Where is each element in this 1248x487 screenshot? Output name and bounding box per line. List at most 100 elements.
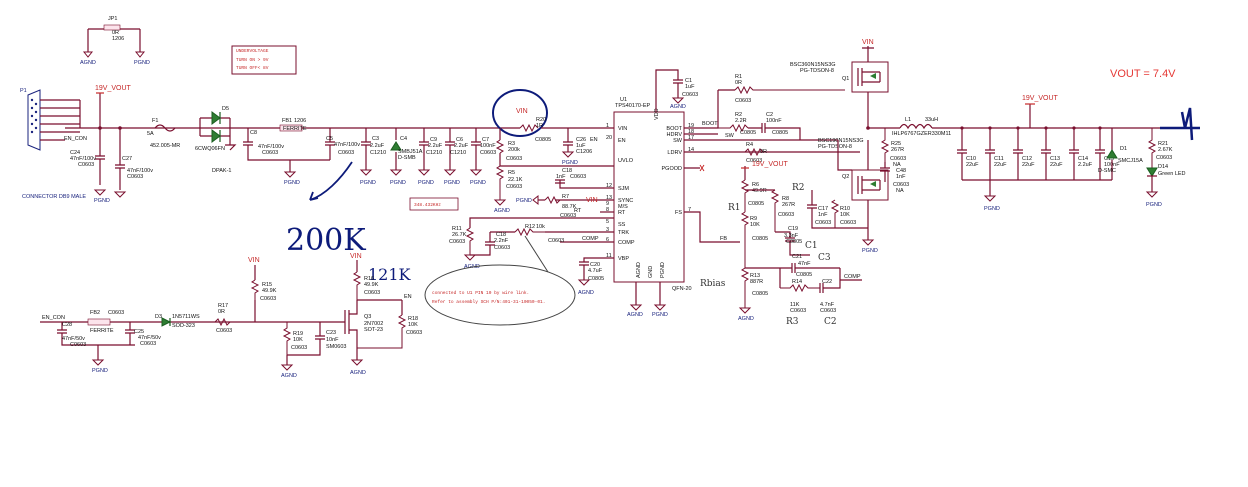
resistor-r25[interactable]: R25 267R C0603 NA — [880, 128, 906, 168]
cap-c2[interactable]: C2 100nF C0805 — [748, 112, 801, 140]
resistor-r10[interactable]: R10 10K C0603 — [830, 199, 856, 228]
r3-ref: R3 — [508, 141, 515, 147]
cap-c28[interactable]: C28 47nF/50v C0603 — [57, 322, 135, 348]
cap-c1[interactable]: C1 1uF C0603 AGND — [670, 78, 698, 110]
vin-label-r20: VIN — [516, 108, 528, 115]
cap-c3[interactable]: C3 2.2uF C1210 — [359, 128, 386, 176]
ferrite-fb1[interactable]: FB1 1206 FERRITE — [279, 118, 307, 132]
cap-c26[interactable]: C26 1uF C1206 PGND — [561, 128, 592, 166]
r7-val: 88.7K — [562, 204, 577, 210]
resistor-r14[interactable]: R14 11K C0603 — [780, 279, 820, 314]
tvs-d1[interactable]: D1 SMCJ15A D-SMC — [1098, 128, 1143, 180]
led-d14[interactable]: D14 Green LED PGND — [1145, 164, 1186, 208]
c28-ref: C28 — [62, 322, 72, 328]
resistor-r20[interactable]: R20 1R C0805 — [519, 117, 551, 143]
tvs-c4[interactable]: C4 SMBJ51A D-SMB — [389, 128, 423, 176]
fb2-val: FERRITE — [90, 328, 114, 334]
cap-c18-rt[interactable]: C18 1nF C0603 — [555, 168, 614, 201]
r14-pkg: C0603 — [790, 308, 806, 314]
diode-d3[interactable]: D3 1N5711WS SOD-323 — [155, 314, 200, 329]
cap-c5[interactable]: C5 47nF/100v C0603 — [325, 128, 360, 160]
resistor-r17[interactable]: R17 0R C0603 — [214, 303, 232, 334]
c9-val: 2.2uF — [428, 143, 443, 149]
cap-c27[interactable]: C27 47nF/100v C0603 — [115, 128, 153, 190]
resistor-r2[interactable]: R2 2.2R C0805 — [718, 112, 756, 136]
cap-c24[interactable]: C24 47nF/100v C0603 — [70, 128, 105, 185]
fuse-f1[interactable]: F1 5A 452.005-MR — [147, 118, 180, 149]
cap-c21[interactable]: C21 47nF C0805 — [780, 254, 840, 278]
resistor-r12[interactable]: R12 10k C0603 — [514, 224, 564, 244]
resistor-r16[interactable]: R16 49.9K C0603 — [352, 271, 380, 300]
cap-c20[interactable]: C20 4.7uF C0805 AGND — [577, 261, 604, 296]
cap-c9[interactable]: C9 2.2uF C1210 — [417, 128, 443, 176]
jumper-jp1[interactable]: JP1 0R 1206 AGND PGND — [80, 16, 150, 66]
resistor-r5[interactable]: R5 22.1K C0603 AGND — [493, 165, 523, 214]
r16-ref: R16 — [364, 276, 374, 282]
c19-pkg: C0805 — [786, 239, 802, 245]
cap-c17[interactable]: C17 1nF C0603 — [807, 190, 868, 229]
cap-c7[interactable]: C7 100nF C0603 — [469, 128, 496, 176]
c10-ref: C10 — [966, 156, 976, 162]
r25-ref: R25 — [891, 141, 901, 147]
u1-pin-sjm-num: 12 — [606, 183, 612, 189]
inductor-l1[interactable]: L1 33uH IHLP6767GZER330M11 — [892, 117, 951, 137]
resistor-r18[interactable]: R18 10K C0603 — [357, 314, 422, 349]
u1-pin-sw-num: 17 — [688, 135, 694, 141]
u1-pin-sw-label: SW — [673, 138, 683, 144]
sw-net-label: SW — [725, 133, 735, 139]
r17-val: 0R — [218, 309, 225, 315]
cap-c48[interactable]: C48 1nF C0603 NA — [880, 162, 909, 194]
c8-ref: C8 — [250, 130, 257, 136]
cap-c8[interactable]: C8 47nF/100v C0603 — [243, 128, 330, 161]
c28-val: 47nF/50v — [62, 336, 85, 342]
mosfet-q2[interactable]: BSC190N15NS3G PG-TDSON-8 Q2 — [818, 138, 889, 201]
resistor-r4[interactable]: R4 0R C0603 — [744, 142, 767, 164]
resistor-r15[interactable]: R15 49.9K C0603 — [250, 279, 277, 302]
jp1-val: 0R — [112, 30, 119, 36]
resistor-r9[interactable]: R9 10K C0805 — [740, 211, 768, 268]
resistor-r1[interactable]: R1 0R C0603 — [718, 74, 845, 104]
vin-label-ms: VIN — [586, 197, 598, 204]
cap-c25[interactable]: C25 47nF/50v C0603 — [125, 322, 161, 347]
resistor-r8[interactable]: R8 267R C0603 — [745, 189, 795, 232]
ferrite-fb2[interactable]: FB2 C0603 FERRITE — [87, 310, 124, 334]
resistor-r11[interactable]: R11 26.7K C0603 AGND — [449, 226, 480, 270]
resistor-r6[interactable]: R6 49.9R C0805 — [740, 179, 767, 212]
resistor-r13[interactable]: R13 887R C0805 AGND — [738, 267, 768, 322]
vin-label-r16: VIN — [350, 253, 362, 260]
ic-u1[interactable]: U1 TPS40170-EP VDD VIN1EN20UVLOSJM12SYNC… — [606, 97, 694, 292]
c26-ref: C26 — [576, 137, 586, 143]
hand-200k: 200K — [286, 223, 366, 258]
cap-c19[interactable]: C19 3.3nF C0805 — [775, 226, 810, 256]
mosfet-q3[interactable]: Q3 2N7002 SOT-23 — [335, 300, 383, 360]
resistor-r7[interactable]: R7 88.7K C0603 PGND — [516, 194, 577, 219]
diode-d5[interactable]: D5 6CWQ06FN DPAK-1 — [195, 106, 237, 174]
c26-pkg: C1206 — [576, 149, 592, 155]
cap-c6[interactable]: C6 2.2uF C1210 — [443, 128, 469, 176]
p1-label: CONNECTOR DB9 MALE — [22, 194, 86, 200]
resistor-r19[interactable]: R19 10K C0603 — [282, 322, 307, 355]
c3-ref: C3 — [372, 136, 379, 142]
resistor-r21[interactable]: R21 2.67K C0603 — [1147, 128, 1173, 168]
pgnd-label-7: PGND — [470, 180, 486, 186]
c21-val: 47nF — [798, 261, 811, 267]
q2-pkg: PG-TDSON-8 — [818, 144, 852, 150]
cap-c23[interactable]: C23 10nF SM0603 — [287, 322, 347, 356]
resistor-r3[interactable]: R3 200k C0603 — [495, 139, 522, 162]
c18a-pkg: C0603 — [570, 174, 586, 180]
connector-p1[interactable]: P1 CONNECTOR DB9 MALE — [20, 88, 86, 200]
cap-c18b[interactable]: C18 2.2nF C0603 — [470, 231, 515, 256]
cap-c22[interactable]: C22 4.7nF C0603 — [819, 268, 862, 314]
c6-pkg: C1210 — [450, 150, 466, 156]
c4-ref: C4 — [400, 136, 407, 142]
u1-gnd-pin: GND — [648, 266, 654, 278]
c22-val: 4.7nF — [820, 302, 835, 308]
c5-val: 47nF/100v — [334, 142, 360, 148]
f1-pn: 452.005-MR — [150, 143, 180, 149]
mosfet-q1[interactable]: BSC360N15NS3G PG-TDSON-8 Q1 — [790, 61, 889, 93]
